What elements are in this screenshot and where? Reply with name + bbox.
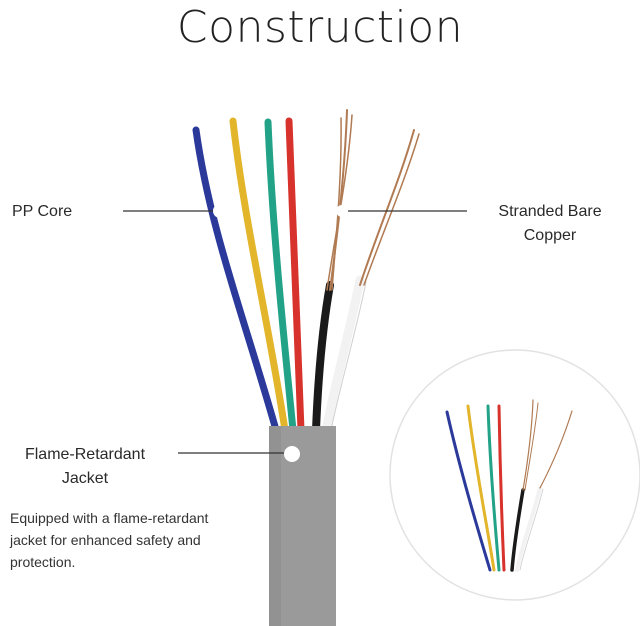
copper-strand-e: [363, 133, 420, 286]
inset-yellow-conductor: [466, 404, 496, 572]
jacket-label: Flame-Retardant Jacket: [0, 443, 170, 491]
jacket-description: Equipped with a flame-retardant jacket f…: [10, 510, 209, 570]
pp-core-marker: [213, 204, 227, 218]
inset-copper-strand-b: [524, 402, 539, 491]
black-conductor: [312, 281, 334, 434]
pp-core-label: PP Core: [12, 203, 73, 220]
stranded-copper-label-line2: Copper: [523, 227, 577, 244]
blue-conductor: [192, 126, 280, 434]
inset-black-conductor: [510, 488, 525, 572]
inset-circle: [389, 349, 640, 601]
jacket-label-line2: Jacket: [61, 470, 109, 487]
inset-copper-strand-c: [539, 410, 573, 489]
stranded-copper-label-line1: Stranded Bare: [498, 203, 602, 220]
copper-marker: [336, 205, 348, 217]
copper-strand-d: [359, 129, 415, 286]
inset-white-edge: [519, 488, 544, 571]
jacket-marker: [284, 446, 300, 462]
main-cable: [192, 109, 420, 435]
copper-strand-a: [329, 109, 348, 291]
jacket-shadow: [269, 426, 281, 626]
inset-copper-strand-a: [522, 399, 534, 491]
green-conductor: [264, 118, 297, 434]
inset-green-conductor: [486, 404, 501, 572]
copper-strand-b: [326, 114, 353, 291]
white-conductor: [321, 275, 365, 435]
white-conductor-edge: [330, 281, 367, 431]
stranded-copper-label: Stranded Bare Copper: [470, 200, 630, 248]
inset-blue-conductor: [445, 410, 492, 572]
jacket-label-line1: Flame-Retardant: [24, 446, 146, 463]
inset-red-conductor: [497, 404, 506, 572]
yellow-conductor: [229, 117, 289, 434]
inset-view: [389, 349, 640, 601]
page-title: Construction: [176, 2, 464, 53]
inset-white-conductor: [515, 486, 542, 572]
red-conductor: [285, 117, 305, 434]
